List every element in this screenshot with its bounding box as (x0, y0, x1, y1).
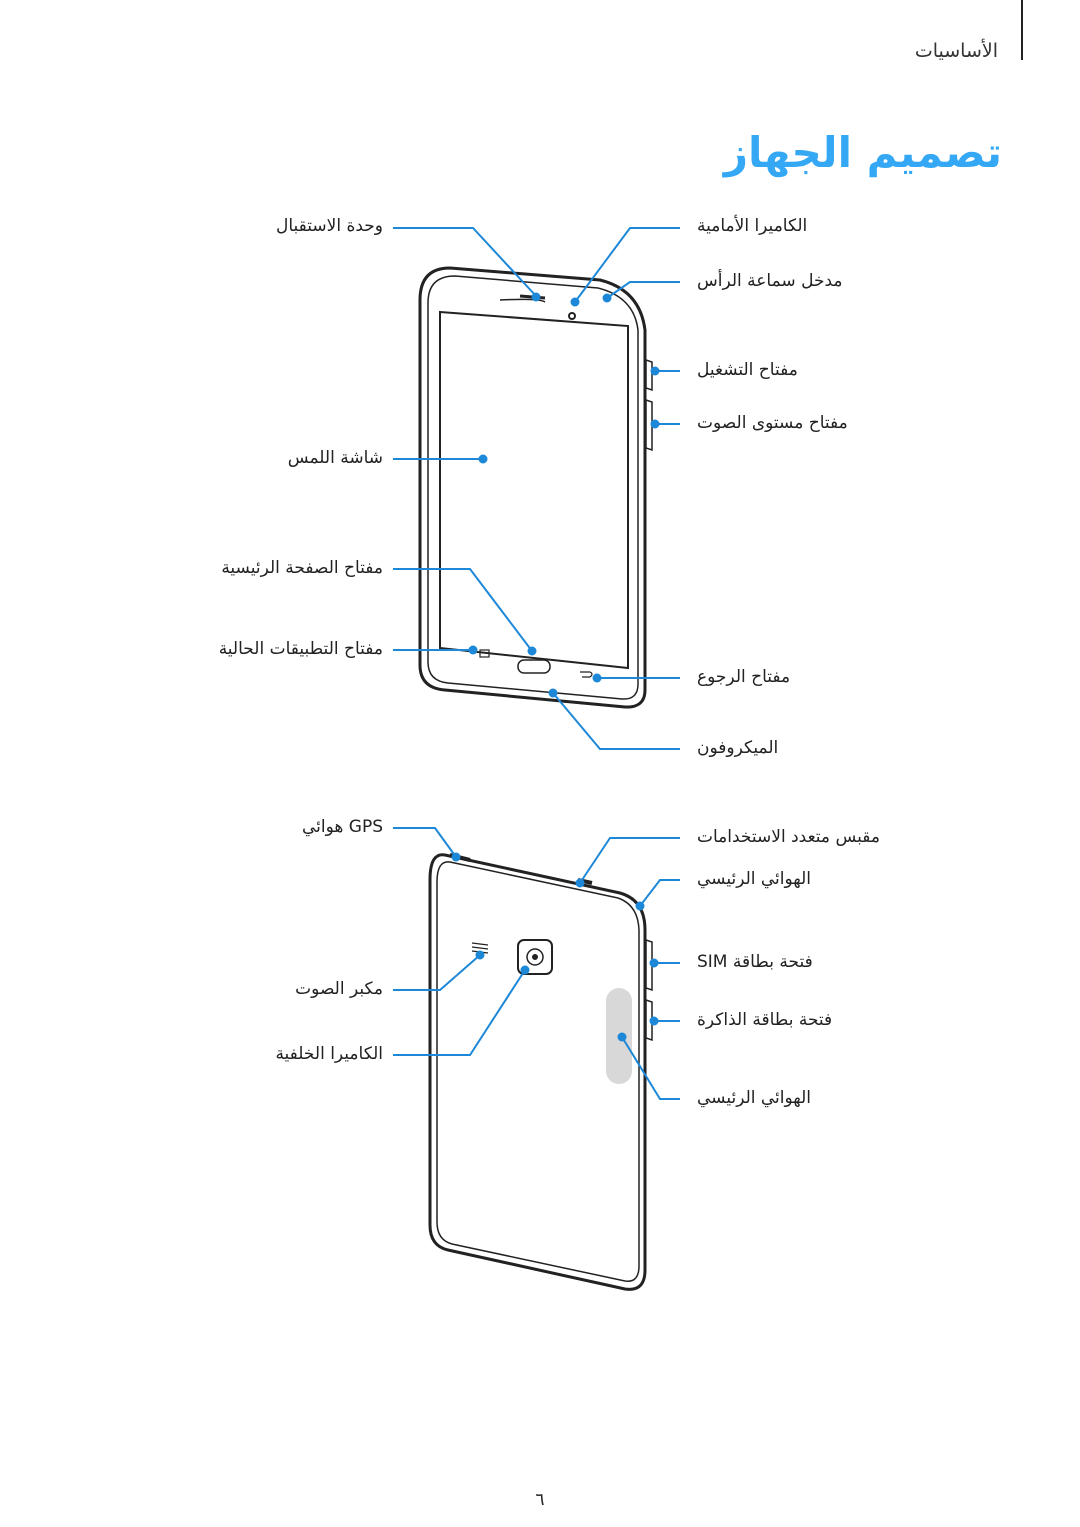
label-volume-key: مفتاح مستوى الصوت (697, 413, 848, 433)
section-divider (1021, 0, 1023, 60)
label-recent-apps-key: مفتاح التطبيقات الحالية (218, 639, 383, 659)
label-sim-tray: فتحة بطاقة SIM (697, 952, 813, 972)
label-headset-jack: مدخل سماعة الرأس (697, 271, 843, 291)
section-title: الأساسيات (914, 40, 998, 62)
label-power-key: مفتاح التشغيل (697, 360, 798, 380)
label-front-camera: الكاميرا الأمامية (697, 216, 808, 236)
label-touchscreen: شاشة اللمس (287, 448, 383, 468)
back-callout-dots (451, 852, 659, 1042)
front-callouts (393, 227, 680, 750)
back-callouts (393, 827, 680, 1100)
front-callout-dots (468, 292, 660, 698)
label-main-antenna-top: الهوائي الرئيسي (697, 869, 812, 889)
page-title: تصميم الجهاز (723, 128, 1002, 177)
label-multipurpose-jack: مقبس متعدد الاستخدامات (697, 827, 880, 847)
label-memory-card-tray: فتحة بطاقة الذاكرة (697, 1010, 833, 1030)
label-back-key: مفتاح الرجوع (697, 667, 791, 687)
back-device (428, 853, 653, 1291)
front-device (418, 266, 653, 709)
label-home-key: مفتاح الصفحة الرئيسية (221, 558, 383, 578)
page-number: ٦ (535, 1490, 545, 1510)
label-speaker: مكبر الصوت (295, 979, 383, 999)
label-microphone: الميكروفون (697, 738, 779, 758)
label-gps-antenna: GPS هوائي (302, 817, 383, 837)
label-proximity-sensor: وحدة الاستقبال (275, 216, 383, 236)
label-rear-camera: الكاميرا الخلفية (275, 1044, 383, 1064)
label-main-antenna-bottom: الهوائي الرئيسي (697, 1088, 812, 1108)
